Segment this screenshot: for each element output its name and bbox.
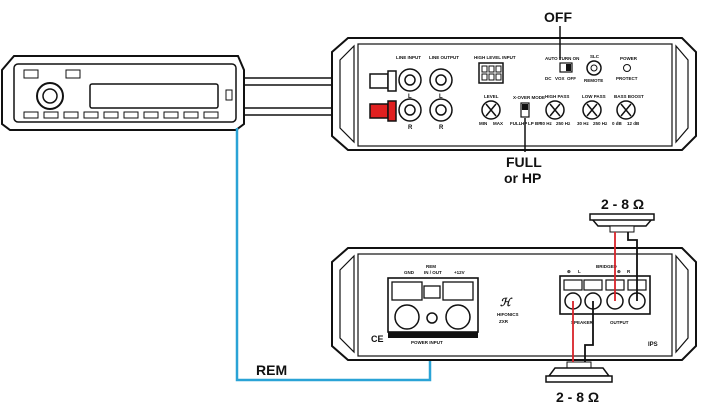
rem-terminal-label: REM bbox=[426, 264, 436, 269]
remote-label: REMOTE bbox=[584, 78, 603, 83]
slc-label: SLC bbox=[590, 54, 600, 59]
bass-boost-min: 0 dB bbox=[612, 121, 623, 126]
or-hp-label: or HP bbox=[504, 170, 541, 186]
polarity-minus-l: ⊕ bbox=[567, 269, 571, 274]
high-pass-knob[interactable] bbox=[545, 100, 565, 120]
rca-plug-red bbox=[369, 100, 397, 122]
high-level-input-connector bbox=[478, 62, 504, 84]
bridged-label: BRIDGED bbox=[596, 264, 618, 269]
auto-opt-vox: VOX bbox=[555, 76, 565, 81]
low-pass-min: 30 Hz bbox=[577, 121, 590, 126]
ips-mark: IPS bbox=[648, 342, 658, 348]
rem-sub-label: IN / OUT bbox=[424, 270, 442, 275]
model-label: ZXR bbox=[499, 319, 509, 324]
auto-opt-dc: DC bbox=[545, 76, 552, 81]
speaker-wires bbox=[572, 232, 638, 362]
speaker-top bbox=[589, 213, 655, 233]
low-pass-max: 250 Hz bbox=[593, 121, 608, 126]
power-led bbox=[623, 64, 631, 72]
xover-opt-full: FULL bbox=[510, 121, 522, 126]
gnd-label: GND bbox=[404, 270, 415, 275]
high-pass-label: HIGH PASS bbox=[545, 94, 569, 99]
speaker-bottom bbox=[545, 361, 613, 383]
front-ch-r-out: R bbox=[439, 125, 444, 131]
bass-boost-label: BASS BOOST bbox=[614, 94, 644, 99]
off-label: OFF bbox=[544, 9, 572, 25]
speaker-label: SPEAKER bbox=[571, 320, 594, 325]
ohms-top-label: 2 - 8 Ω bbox=[601, 196, 644, 212]
amp-rear-panel: GND REM IN / OUT +12V POWER INPUT CE ℋ H… bbox=[331, 247, 697, 361]
ce-mark: CE bbox=[371, 334, 384, 344]
auto-opt-off: OFF bbox=[567, 76, 576, 81]
rear-ch-l: L bbox=[578, 269, 581, 274]
line-output-label: LINE OUTPUT bbox=[429, 55, 459, 60]
xover-mode-label: X-OVER MODE bbox=[513, 95, 545, 100]
rear-ch-r: R bbox=[627, 269, 631, 274]
amp-front-panel: LINE INPUT LINE OUTPUT L R L R HIGH LEVE… bbox=[331, 37, 697, 151]
level-min: MIN bbox=[479, 121, 487, 126]
xover-opt-lp: LP bbox=[528, 121, 534, 126]
low-pass-knob[interactable] bbox=[582, 100, 602, 120]
rem-label: REM bbox=[256, 362, 287, 378]
polarity-plus-r: ⊕ bbox=[617, 269, 621, 274]
bass-boost-max: 12 dB bbox=[627, 121, 640, 126]
brand-label: HIFONICS bbox=[497, 312, 519, 317]
front-ch-r-in: R bbox=[408, 125, 413, 131]
power-input-terminal bbox=[387, 277, 479, 333]
level-knob[interactable] bbox=[481, 100, 501, 120]
plus12v-label: +12V bbox=[454, 270, 465, 275]
line-output-jacks bbox=[429, 68, 453, 122]
auto-turn-on-label: AUTO TURN ON bbox=[545, 56, 579, 61]
xover-opt-bp: BP bbox=[535, 121, 541, 126]
level-max: MAX bbox=[493, 121, 503, 126]
bass-boost-knob[interactable] bbox=[616, 100, 636, 120]
high-pass-max: 250 Hz bbox=[556, 121, 571, 126]
ohms-bottom-label: 2 - 8 Ω bbox=[556, 389, 599, 405]
protect-label: PROTECT bbox=[616, 76, 638, 81]
brand-logo: ℋ bbox=[500, 297, 513, 309]
line-input-label: LINE INPUT bbox=[396, 55, 421, 60]
head-unit-buttons bbox=[23, 111, 219, 119]
low-pass-label: LOW PASS bbox=[582, 94, 606, 99]
power-input-label: POWER INPUT bbox=[411, 340, 443, 345]
high-level-input-label: HIGH LEVEL INPUT bbox=[474, 55, 516, 60]
output-label: OUTPUT bbox=[610, 320, 629, 325]
front-ch-l-in: L bbox=[408, 94, 412, 100]
level-label: LEVEL bbox=[484, 94, 499, 99]
head-unit bbox=[0, 55, 245, 131]
line-input-jacks bbox=[398, 68, 422, 122]
power-input-bar bbox=[388, 332, 478, 338]
rca-plug-white bbox=[369, 70, 397, 92]
xover-opt-hp: HP bbox=[521, 121, 527, 126]
front-ch-l-out: L bbox=[439, 94, 443, 100]
full-label: FULL bbox=[506, 154, 542, 170]
power-label: POWER bbox=[620, 56, 638, 61]
high-pass-min: 30 Hz bbox=[540, 121, 553, 126]
